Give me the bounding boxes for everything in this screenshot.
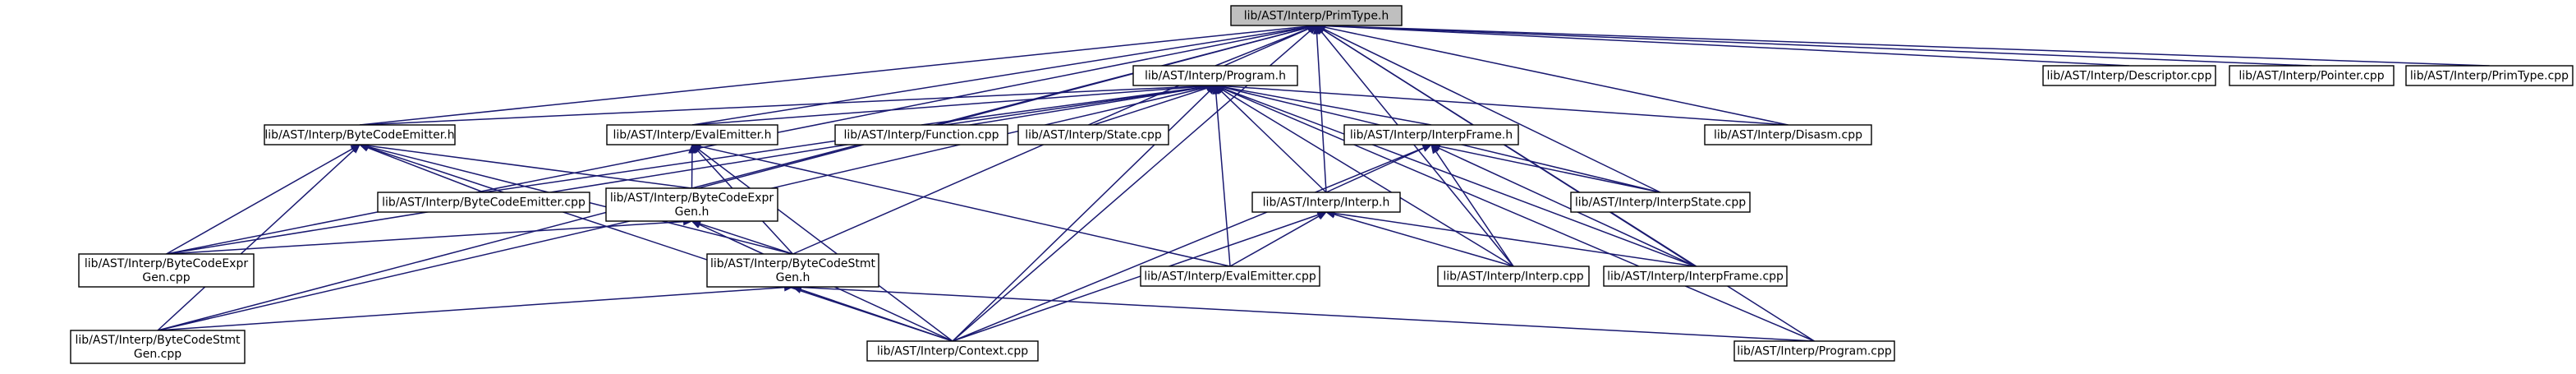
edge-context_cpp-to-interpframe_h (952, 144, 1433, 342)
node-bytecodeemitter-cpp[interactable]: lib/AST/Interp/ByteCodeEmitter.cpp (377, 192, 590, 213)
edge-bytecodeexprgen_h-to-bytecodeemitter_h (358, 141, 692, 189)
edge-interpframe_cpp-to-interp_h (1325, 209, 1696, 267)
node-interp-h[interactable]: lib/AST/Interp/Interp.h (1251, 192, 1401, 213)
node-label: lib/AST/Interp/EvalEmitter.h (613, 129, 772, 142)
node-interpframe-h[interactable]: lib/AST/Interp/InterpFrame.h (1343, 124, 1519, 145)
graph-nodes: lib/AST/Interp/PrimType.h lib/AST/Interp/… (70, 5, 2574, 364)
edge-evalemitter_cpp-to-interp_h (1229, 211, 1328, 267)
edge-interp_cpp-to-interp_h (1325, 210, 1514, 267)
edge-bytecodestmtgen_cpp-to-bytecodestmtgen_h (157, 283, 794, 331)
node-label: lib/AST/Interp/InterpFrame.cpp (1607, 270, 1784, 284)
node-label: lib/AST/Interp/State.cpp (1025, 129, 1162, 142)
edge-bytecodeemitter_cpp-to-bytecodeemitter_h (358, 144, 484, 193)
node-label: lib/AST/Interp/ByteCodeStmt (76, 334, 241, 347)
node-primtype-cpp[interactable]: lib/AST/Interp/PrimType.cpp (2405, 65, 2574, 86)
node-label: Gen.cpp (142, 271, 190, 284)
node-label: lib/AST/Interp/InterpFrame.h (1350, 129, 1513, 142)
edge-interpstate_cpp-to-interpframe_h (1430, 142, 1661, 193)
node-label: lib/AST/Interp/Descriptor.cpp (2047, 70, 2212, 83)
node-label: lib/AST/Interp/EvalEmitter.cpp (1144, 270, 1316, 284)
node-label: lib/AST/Interp/Function.cpp (843, 129, 999, 142)
edge-bytecodeexprgen_cpp-to-bytecodeexprgen_h (166, 217, 693, 255)
edge-interp_h-to-program_h (1215, 85, 1327, 193)
edge-pointer_cpp-to-primtype_h (1315, 21, 2312, 67)
edge-primtype_cpp-to-primtype_h (1315, 21, 2490, 67)
node-label: Gen.h (675, 205, 709, 219)
edge-disasm_cpp-to-program_h (1214, 81, 1789, 126)
node-label: lib/AST/Interp/Disasm.cpp (1714, 129, 1862, 142)
node-label: Gen.cpp (134, 348, 181, 361)
node-label: lib/AST/Interp/PrimType.cpp (2410, 70, 2569, 83)
node-disasm-cpp[interactable]: lib/AST/Interp/Disasm.cpp (1704, 124, 1872, 145)
edge-bytecodestmtgen_cpp-to-bytecodeemitter_h (157, 144, 360, 331)
edge-interpstate_cpp-to-primtype_h (1315, 25, 1661, 193)
edge-interpframe_cpp-to-program_h (1214, 85, 1696, 267)
edge-program_cpp-to-bytecodestmtgen_h (792, 283, 1815, 342)
node-state-cpp[interactable]: lib/AST/Interp/State.cpp (1017, 124, 1169, 145)
node-label: lib/AST/Interp/Interp.h (1263, 196, 1390, 210)
edge-context_cpp-to-bytecodeemitter_h (358, 143, 953, 342)
node-interp-cpp[interactable]: lib/AST/Interp/Interp.cpp (1437, 265, 1590, 287)
node-descriptor-cpp[interactable]: lib/AST/Interp/Descriptor.cpp (2042, 65, 2216, 86)
node-label: lib/AST/Interp/InterpState.cpp (1575, 196, 1746, 210)
node-label: lib/AST/Interp/ByteCodeExpr (610, 192, 774, 205)
node-label: lib/AST/Interp/ByteCodeEmitter.h (264, 129, 454, 142)
node-interpstate-cpp[interactable]: lib/AST/Interp/InterpState.cpp (1570, 192, 1751, 213)
node-function-cpp[interactable]: lib/AST/Interp/Function.cpp (834, 124, 1008, 145)
node-label: lib/AST/Interp/Context.cpp (877, 345, 1028, 358)
edge-state_cpp-to-program_h (1093, 84, 1217, 126)
node-evalemitter-h[interactable]: lib/AST/Interp/EvalEmitter.h (606, 124, 778, 145)
node-label: lib/AST/Interp/Program.cpp (1737, 345, 1892, 358)
edge-context_cpp-to-evalemitter_h (691, 144, 953, 342)
node-bytecodeemitter-h[interactable]: lib/AST/Interp/ByteCodeEmitter.h (264, 124, 456, 145)
node-program-h[interactable]: lib/AST/Interp/Program.h (1132, 65, 1298, 86)
node-label: lib/AST/Interp/Interp.cpp (1443, 270, 1583, 284)
node-primtype-h[interactable]: lib/AST/Interp/PrimType.h (1230, 5, 1403, 26)
node-label: lib/AST/Interp/PrimType.h (1244, 10, 1389, 23)
node-label: Gen.h (776, 271, 810, 284)
edge-evalemitter_cpp-to-program_h (1212, 84, 1231, 267)
node-label: lib/AST/Interp/ByteCodeStmt (710, 257, 875, 270)
edge-interp_cpp-to-primtype_h (1316, 24, 1514, 267)
node-interpframe-cpp[interactable]: lib/AST/Interp/InterpFrame.cpp (1603, 265, 1788, 287)
node-label: lib/AST/Interp/ByteCodeExpr (85, 257, 248, 270)
node-label: lib/AST/Interp/Pointer.cpp (2239, 70, 2384, 83)
node-pointer-cpp[interactable]: lib/AST/Interp/Pointer.cpp (2229, 65, 2395, 86)
node-label: lib/AST/Interp/ByteCodeEmitter.cpp (382, 196, 585, 210)
node-program-cpp[interactable]: lib/AST/Interp/Program.cpp (1733, 340, 1895, 362)
edge-program_cpp-to-program_h (1214, 85, 1815, 342)
edge-program_cpp-to-primtype_h (1315, 25, 1815, 342)
node-evalemitter-cpp[interactable]: lib/AST/Interp/EvalEmitter.cpp (1140, 265, 1320, 287)
node-context-cpp[interactable]: lib/AST/Interp/Context.cpp (866, 340, 1039, 362)
edge-bytecodeexprgen_cpp-to-bytecodeemitter_h (166, 144, 361, 255)
node-label: lib/AST/Interp/Program.h (1145, 70, 1286, 83)
edge-interpframe_h-to-program_h (1214, 83, 1432, 126)
